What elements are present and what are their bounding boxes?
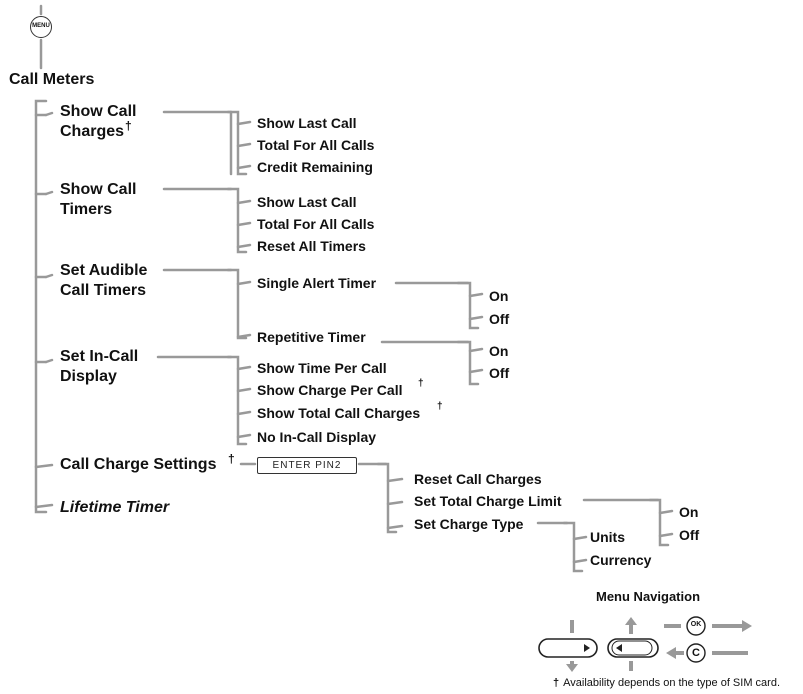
charges-child-2: Credit Remaining xyxy=(257,159,373,175)
enter-pin2-box: ENTER PIN2 xyxy=(257,457,357,474)
show-call-charges-line1: Show Call xyxy=(60,103,137,120)
incall-child-3: No In-Call Display xyxy=(257,429,377,445)
footnote: †Availability depends on the type of SIM… xyxy=(553,677,780,689)
lifetime-timer-label: Lifetime Timer xyxy=(60,499,170,516)
repetitive-on: On xyxy=(489,343,509,359)
show-call-timers-line2: Timers xyxy=(60,201,113,218)
set-in-call-display-line1: Set In-Call xyxy=(60,348,139,365)
show-call-timers-line1: Show Call xyxy=(60,181,137,198)
timers-child-0: Show Last Call xyxy=(257,194,357,210)
call-charge-settings-label: Call Charge Settings xyxy=(60,456,217,473)
repetitive-off: Off xyxy=(489,365,510,381)
set-audible-call-timers-line1: Set Audible xyxy=(60,262,148,279)
ok-key-icon xyxy=(664,616,752,636)
footnote-marker: † xyxy=(553,677,560,689)
reset-call-charges: Reset Call Charges xyxy=(414,471,542,487)
set-charge-type: Set Charge Type xyxy=(414,516,524,532)
dagger-mark: † xyxy=(437,401,443,412)
single-alert-off: Off xyxy=(489,311,510,327)
timers-child-2: Reset All Timers xyxy=(257,238,366,254)
charges-child-0: Show Last Call xyxy=(257,115,357,131)
menu-navigation-title: Menu Navigation xyxy=(596,589,701,604)
menu-key-icon: MENU xyxy=(30,16,52,38)
dagger-mark: † xyxy=(228,452,235,466)
clear-key-icon xyxy=(666,643,748,663)
set-audible-call-timers-line2: Call Timers xyxy=(60,282,146,299)
single-alert-timer-label: Single Alert Timer xyxy=(257,275,377,291)
menu-key-label: MENU xyxy=(32,23,50,29)
clear-key-label: C xyxy=(692,647,700,659)
show-call-charges-line2: Charges xyxy=(60,123,125,140)
footnote-text: Availability depends on the type of SIM … xyxy=(563,677,780,689)
set-in-call-display-line2: Display xyxy=(60,368,117,385)
timers-child-1: Total For All Calls xyxy=(257,216,375,232)
dagger-mark: † xyxy=(125,119,132,133)
incall-child-1: Show Charge Per Call xyxy=(257,382,403,398)
root-title: Call Meters xyxy=(9,71,95,88)
incall-child-2: Show Total Call Charges xyxy=(257,405,421,421)
incall-child-0: Show Time Per Call xyxy=(257,360,387,376)
charge-type-units: Units xyxy=(590,529,625,545)
set-total-charge-limit: Set Total Charge Limit xyxy=(414,493,562,509)
repetitive-timer-label: Repetitive Timer xyxy=(257,329,366,345)
nav-key-left-up-icon xyxy=(607,617,659,671)
charges-child-1: Total For All Calls xyxy=(257,137,375,153)
single-alert-on: On xyxy=(489,288,509,304)
charge-limit-on: On xyxy=(679,504,699,520)
dagger-mark: † xyxy=(418,378,424,389)
ok-key-label: OK xyxy=(690,621,702,628)
charge-limit-off: Off xyxy=(679,527,700,543)
charge-type-currency: Currency xyxy=(590,552,652,568)
nav-key-down-icon xyxy=(538,620,598,672)
